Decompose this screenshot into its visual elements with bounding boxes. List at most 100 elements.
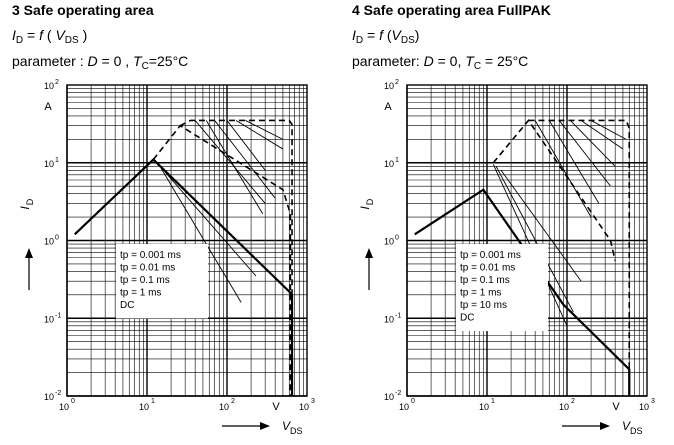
x-axis-label-sub: DS bbox=[630, 426, 643, 436]
legend-entry: tp = 0.001 ms bbox=[120, 250, 181, 261]
grid bbox=[66, 85, 307, 397]
y-tick-exponent: -1 bbox=[395, 312, 401, 319]
x-tick-label: 10 bbox=[139, 402, 149, 412]
x-axis-arrowhead bbox=[600, 422, 610, 430]
soa-limit-line bbox=[194, 120, 266, 204]
y-axis-label-sub: D bbox=[365, 198, 375, 205]
function-eq: = bbox=[363, 27, 380, 43]
soa-limit-line bbox=[226, 120, 266, 171]
y-axis-label: I bbox=[18, 206, 32, 210]
legend-entry: tp = 0.01 ms bbox=[460, 263, 515, 274]
series-line-dc bbox=[73, 158, 294, 396]
legend-entry: DC bbox=[120, 300, 134, 311]
param-prefix: parameter : bbox=[12, 53, 88, 69]
x-tick-label: 10 bbox=[299, 402, 309, 412]
series-line-tp-0-001-ms bbox=[179, 119, 293, 396]
function-arg-sub: DS bbox=[64, 35, 79, 46]
x-tick-exponent: 2 bbox=[571, 398, 575, 405]
soa-limit-line bbox=[245, 120, 284, 140]
function-f: f bbox=[39, 27, 43, 43]
function-arg: V bbox=[55, 27, 65, 43]
param-d-val: = 0 , bbox=[97, 53, 134, 69]
function-lhs: I bbox=[352, 27, 356, 43]
y-axis-arrowhead bbox=[25, 248, 33, 258]
soa-limit-line bbox=[590, 120, 627, 140]
y-tick-label: 10 bbox=[384, 392, 394, 402]
y-axis-arrowhead bbox=[365, 248, 373, 258]
param-d: D bbox=[423, 53, 434, 69]
soa-limit-line bbox=[569, 120, 616, 167]
x-tick-exponent: 1 bbox=[491, 398, 495, 405]
chart-panel-soa-fullpak: 4 Safe operating area FullPAK ID = f (VD… bbox=[340, 0, 674, 445]
y-tick-label: 10 bbox=[44, 159, 54, 169]
function-arg: V bbox=[391, 27, 401, 43]
function-close: ) bbox=[414, 27, 420, 43]
chart-parameter: parameter: D = 0, TC = 25°C bbox=[352, 53, 528, 72]
y-tick-exponent: -2 bbox=[55, 390, 61, 397]
series-line-tp-0-001-ms bbox=[528, 119, 631, 396]
function-f: f bbox=[379, 27, 383, 43]
plot-frame bbox=[66, 84, 308, 397]
y-tick-exponent: 0 bbox=[55, 235, 59, 242]
legend-entry: tp = 0.01 ms bbox=[120, 263, 175, 274]
legend-entry: tp = 0.001 ms bbox=[460, 250, 521, 261]
function-open: ( bbox=[42, 27, 56, 43]
x-unit-label: V bbox=[612, 401, 620, 413]
x-tick-exponent: 1 bbox=[151, 398, 155, 405]
chart-title: 4 Safe operating area FullPAK bbox=[352, 2, 551, 18]
function-eq: = bbox=[23, 27, 40, 43]
y-axis-label-sub: D bbox=[25, 198, 35, 205]
curves bbox=[414, 119, 631, 396]
legend-entry: DC bbox=[460, 313, 474, 324]
x-tick-exponent: 0 bbox=[411, 398, 415, 405]
series-line-tp-1-ms bbox=[495, 166, 574, 313]
param-d: D bbox=[87, 53, 98, 69]
y-tick-label: 10 bbox=[44, 237, 54, 247]
x-axis-label: V bbox=[622, 419, 631, 433]
x-tick-label: 10 bbox=[639, 402, 649, 412]
param-d-val: = 0, bbox=[433, 53, 466, 69]
y-tick-label: 10 bbox=[384, 81, 394, 91]
x-tick-label: 10 bbox=[399, 402, 409, 412]
function-lhs-sub: D bbox=[355, 35, 364, 46]
function-close: ) bbox=[78, 27, 88, 43]
y-tick-exponent: 1 bbox=[55, 157, 59, 164]
y-tick-label: 10 bbox=[384, 314, 394, 324]
x-tick-label: 10 bbox=[59, 402, 69, 412]
param-t-sub: C bbox=[141, 61, 149, 72]
y-unit-label: A bbox=[384, 101, 392, 113]
x-unit-label: V bbox=[272, 401, 280, 413]
y-tick-exponent: -1 bbox=[55, 312, 61, 319]
x-tick-exponent: 2 bbox=[231, 398, 235, 405]
soa-limit-line bbox=[534, 120, 592, 218]
soa-limit-line bbox=[235, 120, 284, 150]
y-tick-label: 10 bbox=[384, 237, 394, 247]
x-tick-exponent: 0 bbox=[71, 398, 75, 405]
y-tick-label: 10 bbox=[384, 159, 394, 169]
chart-parameter: parameter : D = 0 , TC=25°C bbox=[12, 53, 188, 72]
param-t: T bbox=[465, 53, 474, 69]
y-tick-exponent: 1 bbox=[395, 157, 399, 164]
legend-box bbox=[116, 244, 208, 319]
series-line-tp-0-1-ms bbox=[500, 170, 582, 282]
function-open: ( bbox=[382, 27, 392, 43]
x-tick-label: 10 bbox=[219, 402, 229, 412]
x-tick-exponent: 3 bbox=[311, 398, 315, 405]
series-line-tp-0-01-ms bbox=[152, 124, 292, 396]
legend-entry: tp = 0.1 ms bbox=[120, 275, 170, 286]
y-tick-exponent: -2 bbox=[395, 390, 401, 397]
series-line-tp-1-ms bbox=[160, 168, 242, 303]
legend-entry: tp = 1 ms bbox=[120, 288, 161, 299]
soa-limit-line bbox=[205, 120, 264, 215]
series-line-tp-0-01-ms bbox=[492, 119, 616, 261]
series-line-dc bbox=[414, 188, 631, 396]
x-tick-label: 10 bbox=[559, 402, 569, 412]
y-unit-label: A bbox=[44, 101, 52, 113]
y-tick-label: 10 bbox=[44, 314, 54, 324]
function-lhs: I bbox=[12, 27, 16, 43]
soa-limit-line bbox=[580, 120, 624, 150]
chart-function: ID = f ( VDS ) bbox=[12, 27, 87, 46]
